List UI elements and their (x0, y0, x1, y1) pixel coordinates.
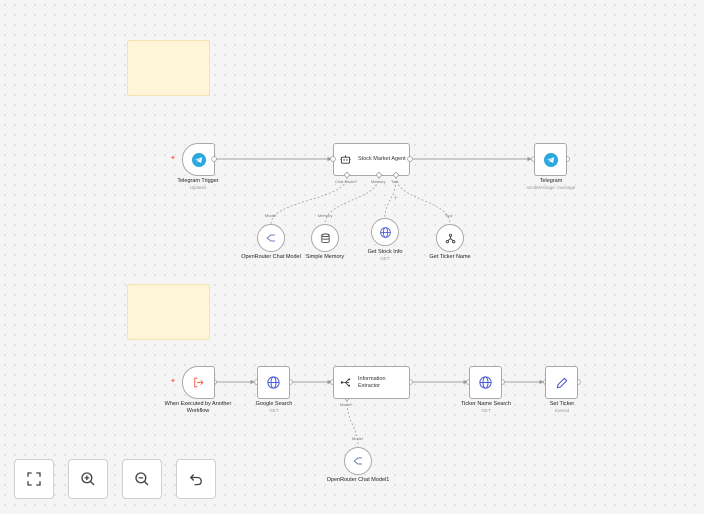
get-stock-info-label: Get Stock Info (367, 249, 403, 255)
openrouter-icon (353, 457, 362, 465)
zoom-in-icon (81, 472, 95, 486)
openrouter-port-label: Model (265, 213, 276, 218)
sticky-note-1[interactable] (127, 40, 210, 96)
telegram-trigger-label: Telegram Trigger (177, 178, 219, 184)
undo-icon (189, 474, 202, 486)
pencil-icon (556, 377, 567, 388)
robot-icon (340, 155, 351, 164)
simple-memory-node[interactable] (311, 224, 339, 252)
get-ticker-name-node[interactable] (436, 224, 464, 252)
google-search-node[interactable] (257, 366, 290, 399)
sticky-note-2[interactable] (127, 284, 210, 340)
set-ticker-node[interactable] (545, 366, 578, 399)
ticker-name-search-node[interactable] (469, 366, 502, 399)
simple-memory-label: Simple Memory (305, 254, 345, 260)
openrouter-chat-model-node[interactable] (257, 224, 285, 252)
get-stock-info-sub: GET (380, 256, 390, 261)
extractor-icon (340, 378, 351, 387)
fit-view-icon (27, 472, 41, 486)
globe-icon (267, 376, 280, 389)
set-ticker-label: Set Ticker (549, 401, 575, 407)
openrouter-label: OpenRouter Chat Model (241, 254, 301, 260)
telegram-label: Telegram (539, 178, 563, 184)
telegram-trigger-node[interactable] (182, 143, 215, 176)
telegram-node[interactable] (534, 143, 567, 176)
agent-port-chat-model: Chat Model* (335, 179, 358, 184)
openrouter-icon (266, 234, 275, 242)
fit-view-button[interactable] (14, 459, 54, 499)
globe-icon (479, 376, 492, 389)
agent-title: Stock Market Agent (358, 156, 406, 162)
openrouter1-label: OpenRouter Chat Model1 (326, 477, 390, 483)
edge-stockinfo-agent (384, 176, 397, 219)
ticker-name-search-sub: GET (481, 408, 491, 413)
openrouter1-port-label: Model (352, 436, 363, 441)
trigger2-bolt-icon: ✦ (170, 378, 176, 385)
memory-port-label: Memory (318, 213, 333, 218)
set-ticker-sub: Extend (554, 408, 569, 413)
edge-model-agent (270, 176, 348, 225)
openrouter-chat-model1-node[interactable] (344, 447, 372, 475)
extractor-title: Information Extractor (358, 375, 386, 389)
edge-model1-extractor (346, 399, 359, 448)
extractor-port-model: Model* (340, 402, 353, 407)
telegram-icon (543, 152, 558, 167)
telegram-trigger-sub: Updates (189, 185, 207, 190)
zoom-out-icon (135, 472, 149, 486)
telegram-sub: sendMessage: message (526, 185, 576, 190)
get-ticker-name-label: Get Ticker Name (429, 254, 471, 260)
ticker-port-label: Tool (445, 213, 453, 218)
workflow-icon (445, 233, 455, 243)
database-icon (320, 233, 330, 243)
sign-in-icon (194, 377, 204, 388)
globe-icon (379, 226, 391, 238)
google-search-sub: GET (269, 408, 279, 413)
get-stock-info-node[interactable] (371, 218, 399, 246)
agent-port-tool: Tool (391, 179, 399, 184)
execute-workflow-trigger-node[interactable] (182, 366, 215, 399)
undo-button[interactable] (176, 459, 216, 499)
zoom-in-button[interactable] (68, 459, 108, 499)
agent-port-memory: Memory (371, 179, 386, 184)
execute-workflow-trigger-label: When Executed by Another Workflow (164, 401, 232, 414)
stock-market-agent-node[interactable]: Stock Market Agent (333, 143, 410, 176)
google-search-label: Google Search (255, 401, 293, 407)
edge-memory-agent (324, 176, 380, 225)
zoom-out-button[interactable] (122, 459, 162, 499)
ticker-name-search-label: Ticker Name Search (461, 401, 511, 407)
telegram-icon (191, 152, 206, 167)
trigger-bolt-icon: ✦ (170, 155, 176, 162)
edge-ticker-agent (395, 176, 451, 225)
information-extractor-node[interactable]: Information Extractor (333, 366, 410, 399)
